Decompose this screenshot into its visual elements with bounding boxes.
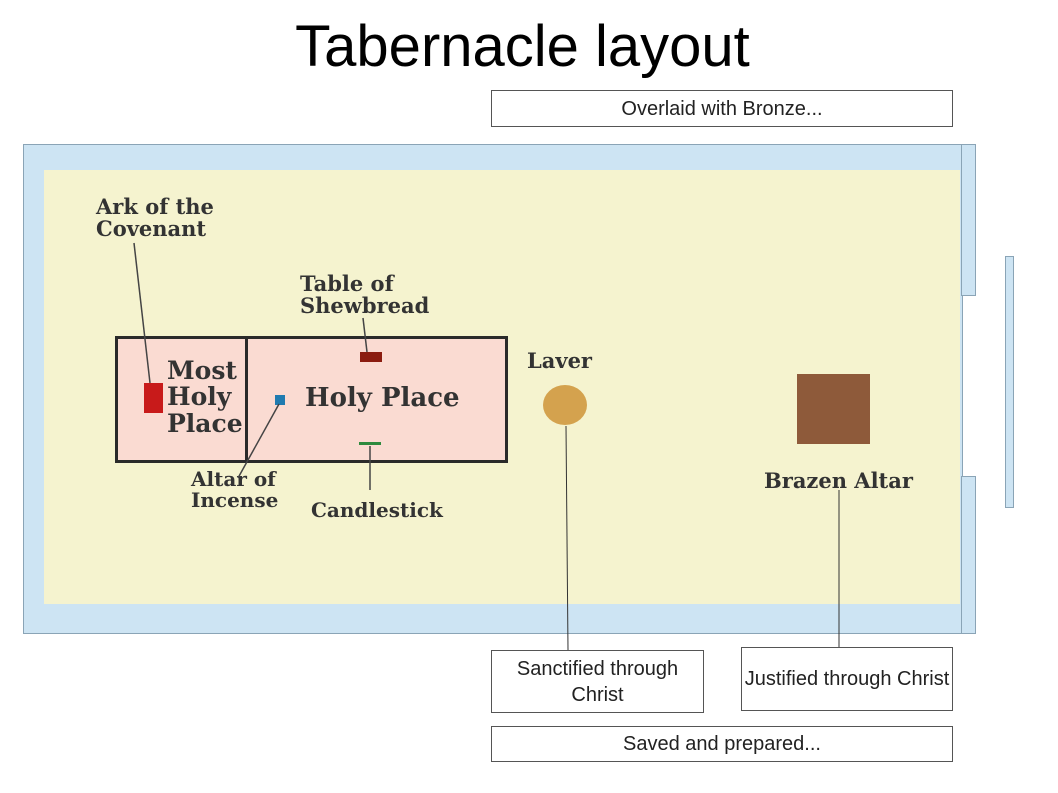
justified-note: Justified through Christ [741,647,953,711]
altar-of-incense-label: Altar of Incense [191,467,279,512]
altar-of-incense-shape [275,395,285,405]
most-holy-place-label: Most Holy Place [167,356,243,438]
court-gate [1005,256,1014,508]
saved-note: Saved and prepared... [491,726,953,762]
table-label: Table of Shewbread [300,271,430,319]
page-title: Tabernacle layout [295,14,750,79]
candlestick-shape [359,442,381,445]
ark-of-covenant-shape [144,383,163,413]
sanctified-note: Sanctified through Christ [491,650,704,713]
laver-label: Laver [527,348,592,373]
veil-divider [245,336,248,463]
candlestick-label: Candlestick [311,498,443,522]
tabernacle-tent [115,336,508,463]
overlaid-note: Overlaid with Bronze... [491,90,953,127]
ark-label: Ark of the Covenant [96,194,214,242]
gate-post-top [961,144,976,296]
table-of-shewbread-shape [360,352,382,362]
laver-shape [543,385,587,425]
brazen-altar-label: Brazen Altar [764,468,913,493]
gate-post-bottom [961,476,976,634]
holy-place-label: Holy Place [305,383,460,413]
brazen-altar-shape [797,374,870,444]
